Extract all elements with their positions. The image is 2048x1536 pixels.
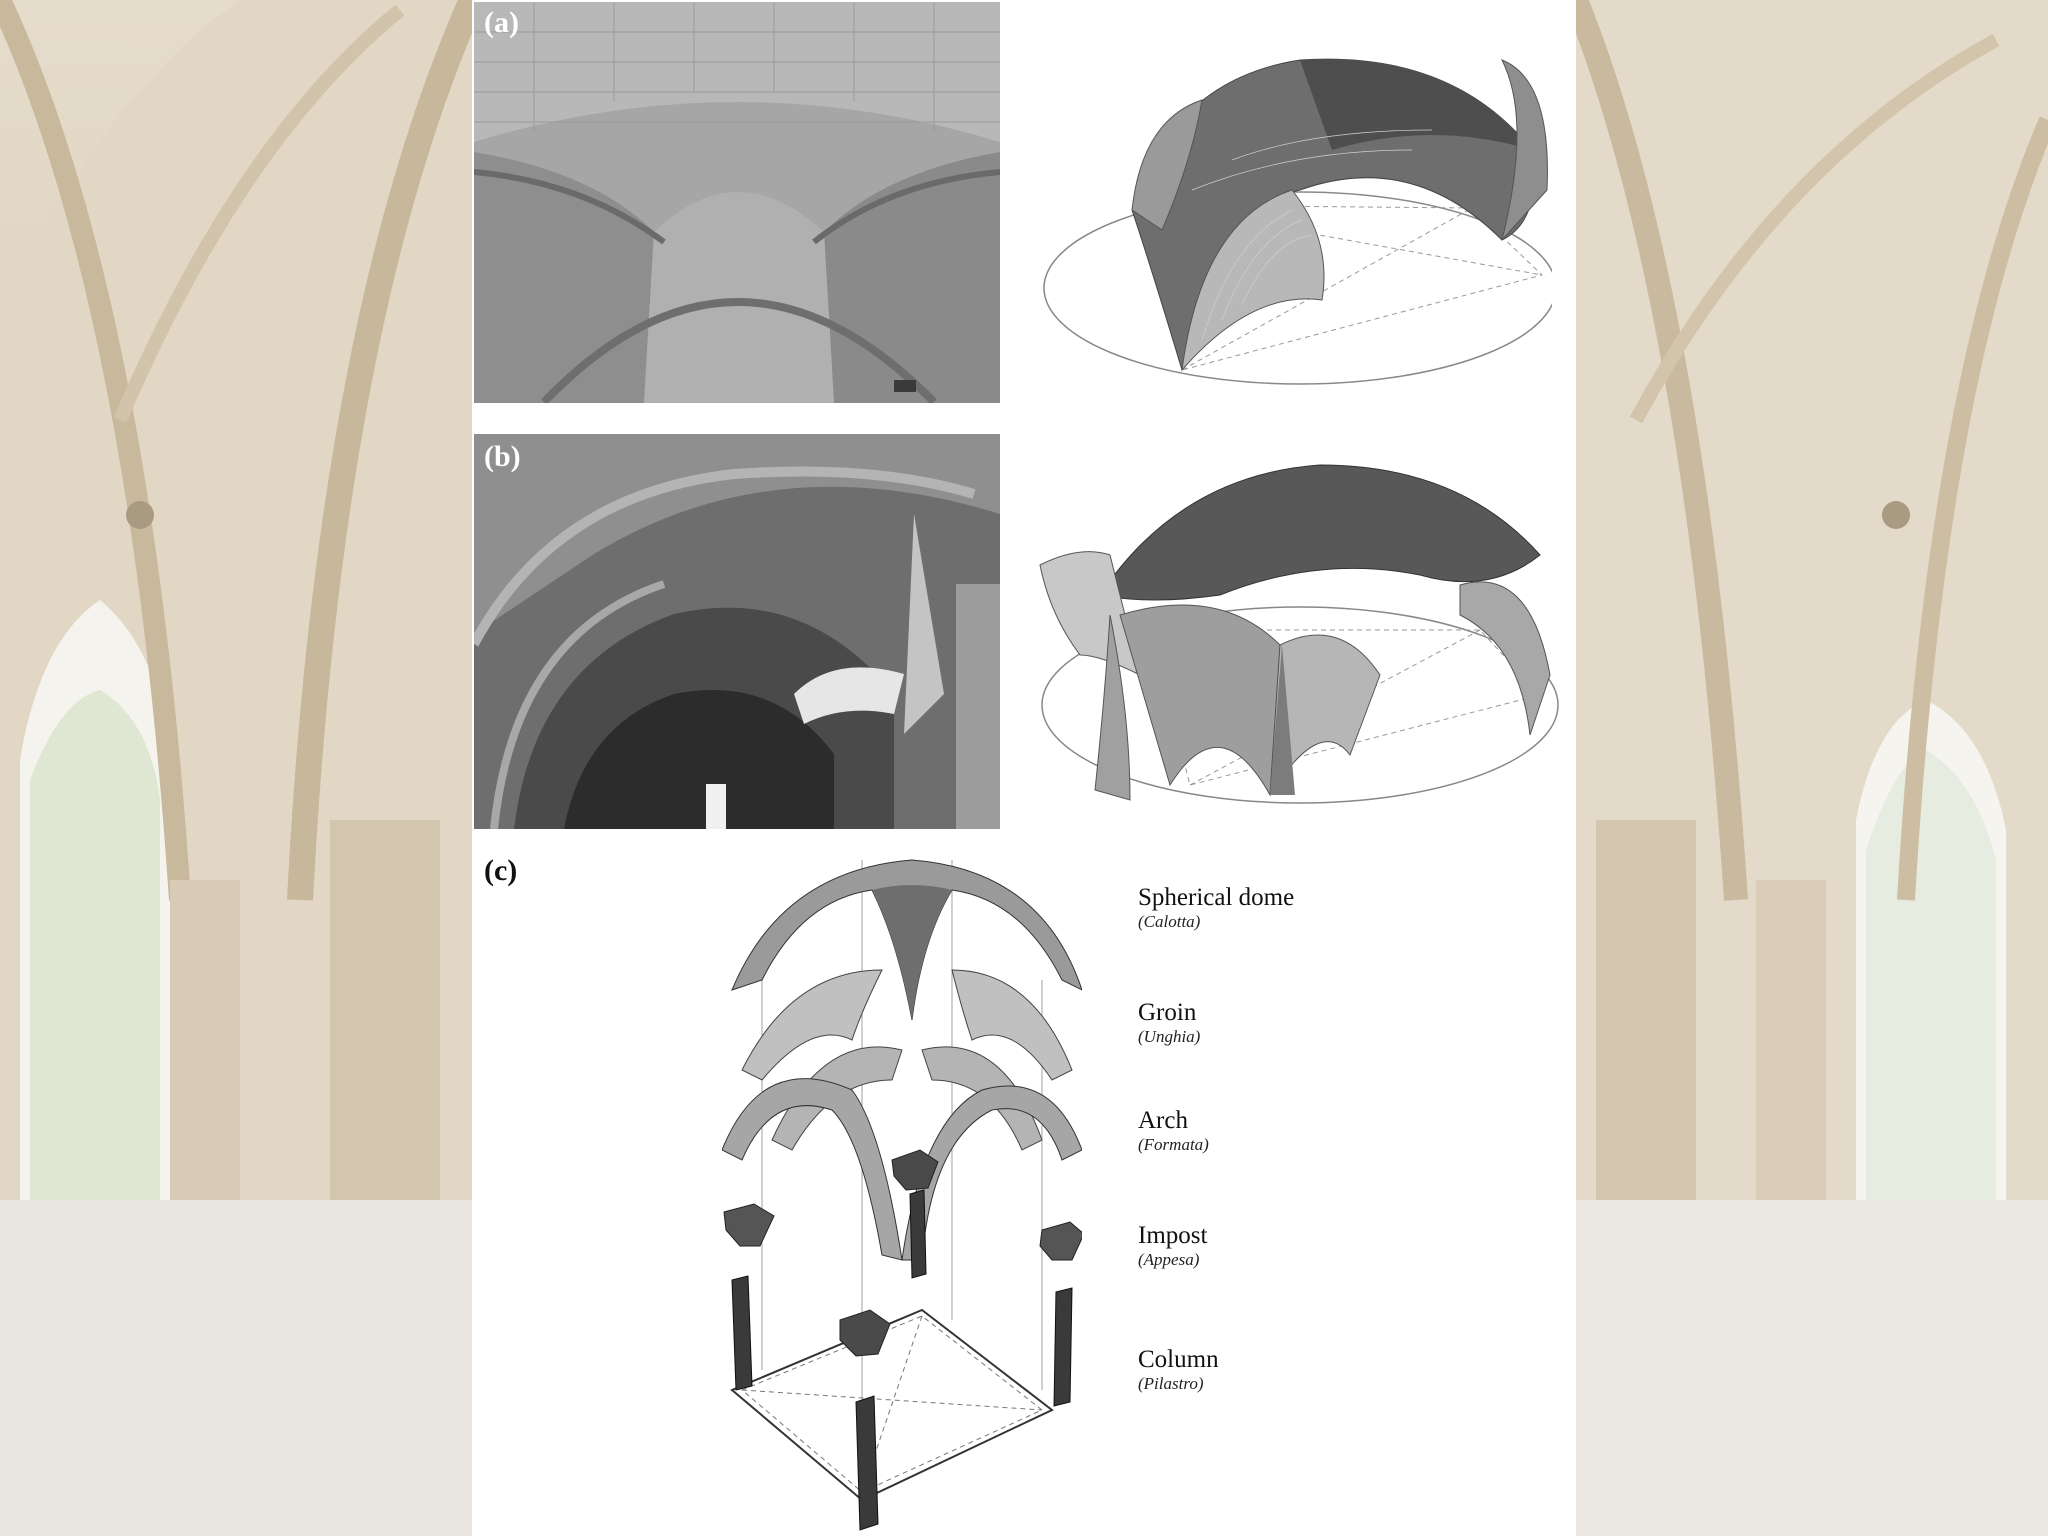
legend-name: Arch <box>1138 1107 1188 1134</box>
exploded-vault-diagram <box>722 859 1082 1531</box>
legend-name: Spherical dome <box>1138 884 1295 911</box>
cloister-arches-right <box>1576 0 2048 1536</box>
background-cloister-right <box>1576 0 2048 1536</box>
column-piece <box>731 1275 753 1391</box>
impost-piece <box>723 1203 775 1247</box>
background-cloister-left <box>0 0 472 1536</box>
vault-model-a <box>1043 58 1552 385</box>
legend-name: Impost <box>1138 1222 1208 1249</box>
legend-arch: Arch (Formata) <box>1138 1107 1209 1155</box>
legend-column: Column (Pilastro) <box>1138 1346 1219 1394</box>
legend-spherical-dome: Spherical dome (Calotta) <box>1138 884 1294 932</box>
legend-italian: (Pilastro) <box>1138 1374 1204 1393</box>
legend-italian: (Formata) <box>1138 1135 1209 1154</box>
photo-vault-b <box>474 434 1000 829</box>
figure-panel: (a) (b) <box>472 0 1576 1536</box>
legend-impost: Impost (Appesa) <box>1138 1222 1207 1270</box>
cloister-arches-left <box>0 0 472 1536</box>
legend-italian: (Unghia) <box>1138 1027 1201 1046</box>
panel-label-b: (b) <box>484 440 521 473</box>
legend-italian: (Calotta) <box>1138 912 1201 931</box>
legend-name: Groin <box>1138 999 1197 1026</box>
photo-vault-a <box>474 2 1000 403</box>
panel-label-a: (a) <box>484 6 519 39</box>
legend-italian: (Appesa) <box>1138 1250 1200 1269</box>
legend-name: Column <box>1138 1346 1219 1373</box>
vault-model-b <box>1039 464 1559 804</box>
legend-groin: Groin (Unghia) <box>1138 999 1200 1047</box>
groin-piece <box>741 969 883 1081</box>
panel-label-c: (c) <box>484 854 518 887</box>
